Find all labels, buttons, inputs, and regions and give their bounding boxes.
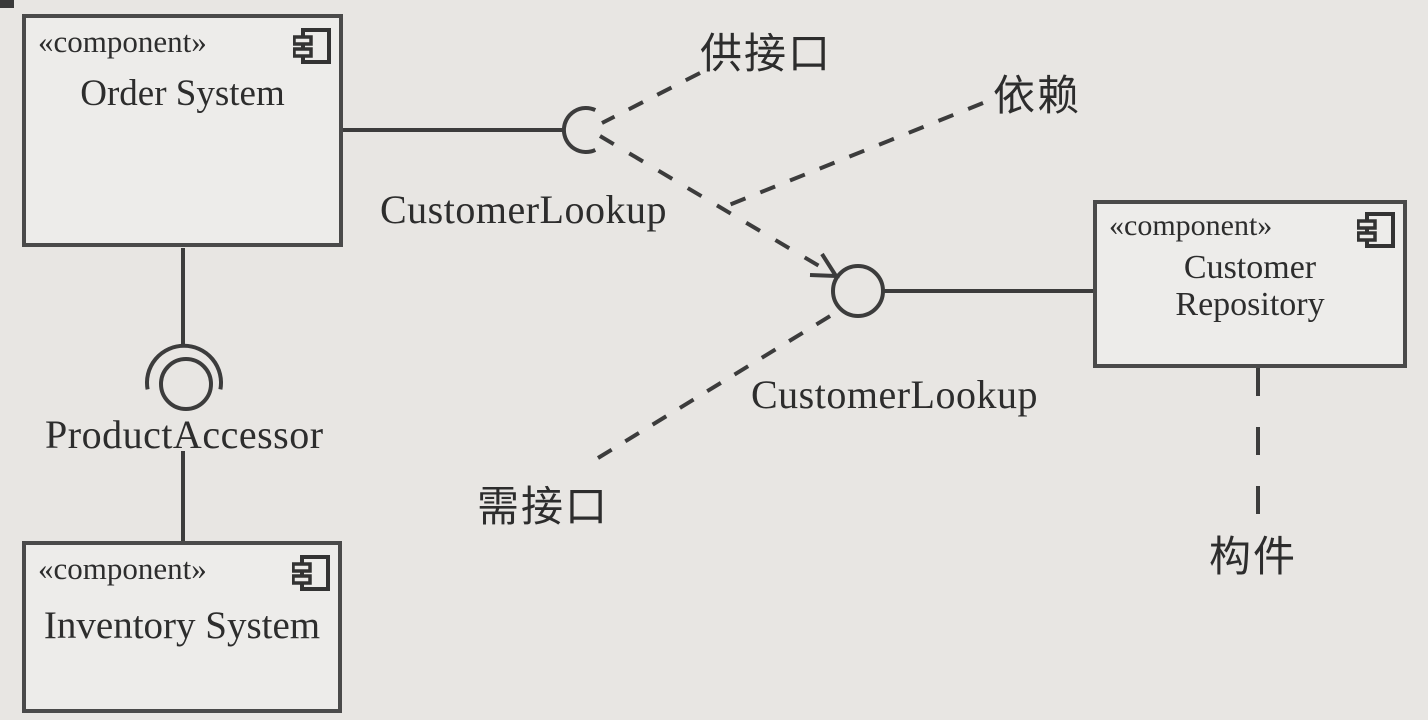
order-system-name: Order System bbox=[80, 73, 285, 114]
component-icon bbox=[292, 555, 330, 591]
customer-repository-name-line2: Repository bbox=[1175, 285, 1325, 323]
dependency-leader-line bbox=[723, 101, 984, 209]
component-icon bbox=[293, 28, 331, 64]
screen-edge-artifact bbox=[0, 0, 14, 8]
dependency-dashed-line bbox=[598, 134, 838, 278]
annotation-dependency: 依赖 bbox=[993, 74, 1082, 120]
customer-lookup-socket-label: CustomerLookup bbox=[380, 187, 667, 232]
annotation-component: 构件 bbox=[1209, 535, 1298, 581]
product-accessor-label: ProductAccessor bbox=[45, 412, 324, 457]
customer-lookup-ball-label: CustomerLookup bbox=[751, 372, 1038, 417]
provided-interface-ball-icon bbox=[831, 264, 885, 318]
annotation-required-interface: 需接口 bbox=[477, 485, 610, 531]
component-icon bbox=[1357, 212, 1395, 248]
productaccessor-ball-icon bbox=[159, 357, 213, 411]
inventory-system-stereotype: «component» bbox=[38, 551, 207, 586]
required-interface-leader-line bbox=[596, 308, 842, 460]
productaccessor-socket-icon bbox=[145, 343, 223, 390]
provided-interface-leader-line bbox=[601, 71, 701, 125]
required-interface-socket-icon bbox=[562, 106, 597, 154]
annotation-provided-interface: 供接口 bbox=[700, 32, 833, 78]
component-inventory-system: «component» Inventory System bbox=[22, 541, 342, 713]
component-customer-repository: «component» Customer Repository bbox=[1093, 200, 1407, 368]
customer-repository-name: Customer Repository bbox=[1097, 249, 1403, 323]
customer-repository-name-line1: Customer bbox=[1183, 249, 1317, 286]
order-system-stereotype: «component» bbox=[38, 24, 207, 59]
inventory-system-name: Inventory System bbox=[43, 604, 321, 647]
component-order-system: «component» Order System bbox=[22, 14, 343, 247]
customer-repository-stereotype: «component» bbox=[1109, 209, 1273, 242]
